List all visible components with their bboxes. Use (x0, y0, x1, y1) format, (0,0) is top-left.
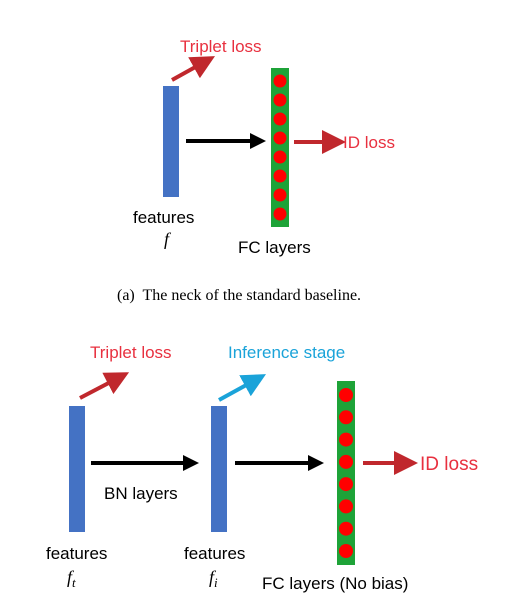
fc-node-a-2 (273, 93, 287, 107)
panel-a: Triplet loss ID loss features f FC layer… (117, 37, 395, 304)
features-t-f: f (67, 567, 75, 587)
id-loss-label-a: ID loss (343, 133, 395, 152)
id-loss-label-b: ID loss (420, 454, 478, 475)
fc-node-a-6 (273, 169, 287, 183)
fc-node-a-4 (273, 131, 287, 145)
fc-node-b-4 (339, 454, 353, 469)
fc-node-b-2 (339, 410, 353, 425)
feature-bar-t (69, 406, 85, 532)
features-label-a: features (133, 208, 194, 227)
bn-layers-label: BN layers (104, 484, 178, 503)
fc-bar-b (337, 381, 355, 565)
triplet-loss-arrow-b (79, 372, 130, 400)
fc-node-b-5 (339, 477, 353, 492)
feature-bar-a (163, 86, 179, 197)
feature-bar-i (211, 406, 227, 532)
fc-node-a-5 (273, 150, 287, 164)
fc-layers-label-b: FC layers (No bias) (262, 574, 408, 593)
features-t-symbol: ft (67, 567, 76, 590)
fc-node-a-3 (273, 112, 287, 126)
triplet-loss-arrow-a (171, 56, 215, 82)
panel-b: Triplet loss Inference stage BN layers I… (46, 343, 478, 593)
triplet-loss-label-b: Triplet loss (90, 343, 172, 362)
caption-a: (a) The neck of the standard baseline. (117, 287, 361, 304)
fc-bar-a (271, 68, 289, 227)
features-i-label: features (184, 544, 245, 563)
fc-layers-label-a: FC layers (238, 238, 311, 257)
inference-stage-arrow (218, 374, 267, 402)
features-i-f: f (209, 567, 217, 587)
fc-nodes-b (339, 388, 353, 558)
fc-node-b-8 (339, 544, 353, 558)
fc-node-a-7 (273, 188, 287, 202)
fc-node-b-6 (339, 499, 353, 514)
fc-node-b-1 (339, 388, 353, 402)
fc-node-a-1 (273, 74, 287, 88)
fc-node-b-3 (339, 432, 353, 447)
features-i-symbol: fi (209, 567, 218, 590)
features-symbol-a: f (164, 229, 172, 249)
fc-node-a-8 (273, 207, 287, 221)
features-t-label: features (46, 544, 107, 563)
triplet-loss-label-a: Triplet loss (180, 37, 262, 56)
features-i-subscript: i (214, 575, 218, 590)
features-t-subscript: t (72, 575, 76, 590)
fc-nodes-a (273, 74, 287, 221)
fc-node-b-7 (339, 521, 353, 536)
inference-stage-label: Inference stage (228, 343, 345, 362)
